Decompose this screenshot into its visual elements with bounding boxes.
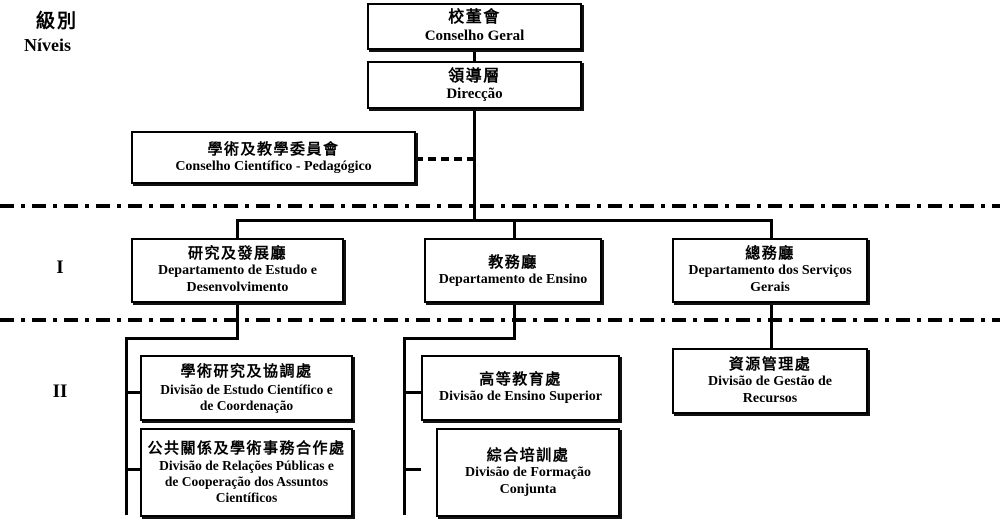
connector-bus-to-dep-ensino	[513, 219, 516, 238]
node-divisao-estudo-cientifico-coordenacao[interactable]: 學術研究及協調處 Divisão de Estudo Científico e …	[140, 355, 353, 421]
node-divisao-estudo-cientifico-coordenacao-pt-line1: Divisão de Estudo Científico e	[160, 381, 333, 397]
level-label-2: II	[52, 381, 68, 402]
node-divisao-formacao-conjunta-pt-line2: Conjunta	[499, 482, 557, 498]
node-divisao-estudo-cientifico-coordenacao-zh: 學術研究及協調處	[180, 362, 313, 381]
connector-dep-estudo-rail	[125, 337, 128, 515]
connector-branch-div-formacao	[403, 468, 421, 471]
level-label-1: I	[56, 257, 64, 278]
node-divisao-gestao-recursos-zh: 資源管理處	[728, 354, 812, 373]
node-divisao-estudo-cientifico-coordenacao-pt-line2: de Coordenação	[199, 397, 294, 413]
node-divisao-formacao-conjunta[interactable]: 綜合培訓處 Divisão de Formação Conjunta	[436, 428, 620, 517]
node-divisao-ensino-superior-pt: Divisão de Ensino Superior	[439, 389, 602, 405]
node-divisao-gestao-recursos[interactable]: 資源管理處 Divisão de Gestão de Recursos	[672, 348, 868, 414]
node-conselho-cientifico-pedagogico-pt: Conselho Científico - Pedagógico	[175, 158, 372, 174]
node-direccao[interactable]: 領導層 Direcção	[367, 61, 582, 109]
levels-header-pt: Níveis	[24, 35, 71, 55]
node-divisao-ensino-superior[interactable]: 高等教育處 Divisão de Ensino Superior	[421, 355, 620, 421]
node-divisao-formacao-conjunta-zh: 綜合培訓處	[486, 446, 570, 465]
connector-dep-ensino-rail	[403, 337, 406, 515]
node-departamento-ensino-zh: 教務廳	[488, 252, 538, 271]
node-conselho-cientifico-pedagogico-zh: 學術及教學委員會	[207, 139, 340, 158]
connector-bus-to-dep-estudo	[236, 219, 239, 238]
node-divisao-ensino-superior-zh: 高等教育處	[479, 370, 562, 389]
node-divisao-gestao-recursos-pt-line1: Divisão de Gestão de	[707, 373, 833, 389]
connector-geral-to-direccao	[473, 48, 476, 62]
node-conselho-cientifico-pedagogico[interactable]: 學術及教學委員會 Conselho Científico - Pedagógic…	[131, 131, 416, 184]
node-departamento-estudo-desenvolvimento-pt-line2: Desenvolvimento	[186, 280, 289, 296]
node-departamento-estudo-desenvolvimento-pt-line1: Departamento de Estudo e	[157, 263, 318, 279]
node-direccao-pt: Direcção	[446, 86, 503, 103]
node-conselho-geral-zh: 校董會	[448, 7, 501, 27]
node-divisao-relacoes-publicas-cooperacao-pt-line2: de Cooperação dos Assuntos	[164, 474, 329, 490]
node-departamento-servicos-gerais[interactable]: 總務廳 Departamento dos Serviços Gerais	[672, 238, 868, 303]
node-divisao-relacoes-publicas-cooperacao-pt-line1: Divisão de Relações Públicas e	[159, 457, 334, 473]
node-departamento-estudo-desenvolvimento[interactable]: 研究及發展廳 Departamento de Estudo e Desenvol…	[131, 238, 344, 303]
node-divisao-relacoes-publicas-cooperacao-pt-line3: Científicos	[215, 490, 278, 506]
node-departamento-servicos-gerais-pt-line2: Gerais	[750, 280, 790, 296]
level-separator-bottom	[0, 318, 1000, 322]
connector-bus-to-dep-gerais	[770, 219, 773, 238]
connector-direccao-trunk	[473, 108, 476, 221]
node-departamento-servicos-gerais-pt-line1: Departamento dos Serviços	[688, 263, 852, 279]
node-divisao-formacao-conjunta-pt-line1: Divisão de Formação	[465, 465, 591, 481]
connector-dep-gerais-down	[770, 303, 773, 348]
connector-conselho-cp-dashed	[415, 157, 475, 161]
node-departamento-servicos-gerais-zh: 總務廳	[745, 244, 795, 263]
node-divisao-relacoes-publicas-cooperacao-zh: 公共關係及學術事務合作處	[147, 438, 346, 457]
connector-branch-div-relacoes	[125, 468, 143, 471]
node-conselho-geral[interactable]: 校董會 Conselho Geral	[367, 3, 582, 50]
connector-branch-div-estudo-cient	[125, 391, 143, 394]
level-separator-top	[0, 204, 1000, 208]
node-departamento-estudo-desenvolvimento-zh: 研究及發展廳	[187, 244, 287, 263]
connector-dep-estudo-elbow	[125, 337, 239, 340]
connector-level1-bus	[236, 219, 773, 222]
node-departamento-ensino[interactable]: 教務廳 Departamento de Ensino	[424, 238, 602, 303]
node-conselho-geral-pt: Conselho Geral	[424, 27, 525, 44]
node-departamento-ensino-pt: Departamento de Ensino	[438, 271, 588, 287]
levels-header-zh: 級別	[36, 10, 79, 32]
levels-header: 級別 Níveis	[24, 6, 144, 56]
node-divisao-gestao-recursos-pt-line2: Recursos	[742, 390, 798, 406]
node-divisao-relacoes-publicas-cooperacao[interactable]: 公共關係及學術事務合作處 Divisão de Relações Pública…	[140, 428, 353, 517]
connector-dep-ensino-elbow	[403, 337, 516, 340]
connector-branch-div-ensino-sup	[403, 391, 421, 394]
node-direccao-zh: 領導層	[448, 65, 501, 85]
